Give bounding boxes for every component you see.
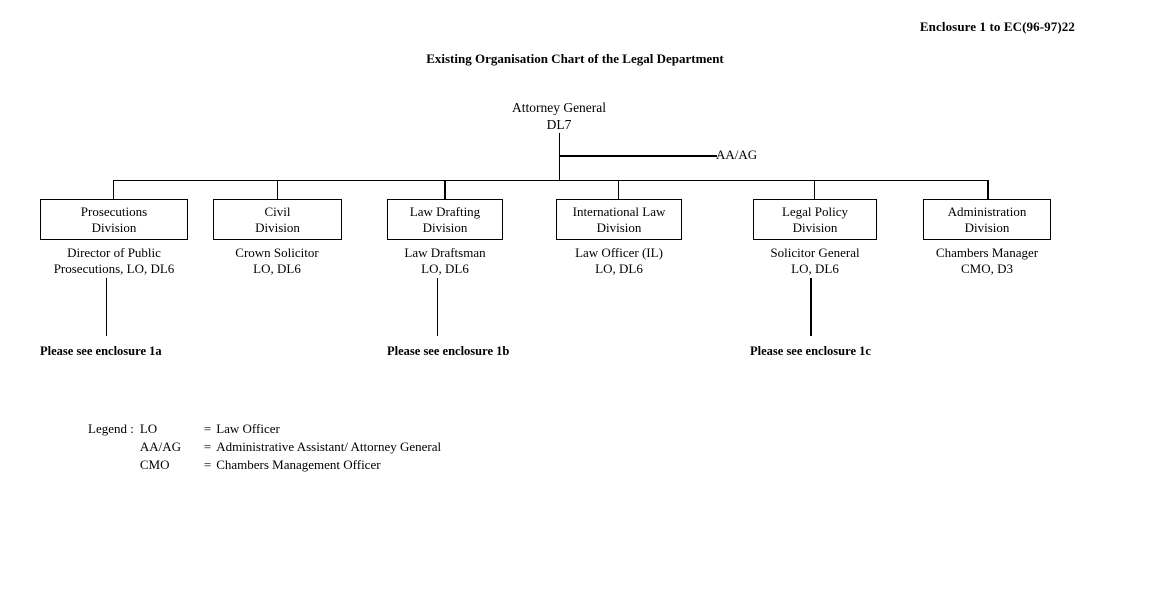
drop-line-administration [987,180,989,199]
division-box-line2: Division [91,219,137,235]
role-line1: Solicitor General [770,245,860,260]
legend: Legend : LO = Law Officer AA/AG = Admini… [88,420,441,474]
division-box-line1: International Law [572,203,666,219]
drop-line-law-drafting [444,180,446,199]
enclosure-line-1c [810,278,812,336]
enclosure-note-1b: Please see enclosure 1b [387,344,510,358]
legend-table: Legend : LO = Law Officer AA/AG = Admini… [88,420,441,474]
division-box-legal-policy[interactable]: Legal Policy Division [753,199,877,240]
division-box-line1: Law Drafting [409,203,481,219]
division-box-line2: Division [422,219,468,235]
role-line1: Crown Solicitor [235,245,319,260]
role-caption-law-drafting: Law Draftsman LO, DL6 [345,245,545,277]
division-box-international-law[interactable]: International Law Division [556,199,682,240]
division-box-line1: Administration [947,203,1027,219]
division-box-law-drafting[interactable]: Law Drafting Division [387,199,503,240]
role-line2: CMO, D3 [960,261,1013,276]
legend-equals: = [203,421,212,436]
role-line2: LO, DL6 [253,261,301,276]
division-box-line1: Prosecutions [80,203,148,219]
role-line1: Law Officer (IL) [575,245,663,260]
division-box-line2: Division [792,219,838,235]
legend-row: CMO = Chambers Management Officer [88,456,441,474]
enclosure-line-1a [106,278,107,336]
division-box-administration[interactable]: Administration Division [923,199,1051,240]
root-stem-line [559,133,560,181]
role-line2: Prosecutions, LO, DL6 [53,261,175,276]
root-node: Attorney General DL7 [0,99,1118,133]
role-caption-legal-policy: Solicitor General LO, DL6 [715,245,915,277]
horizontal-connector-bus [113,180,989,181]
role-line2: LO, DL6 [595,261,643,276]
role-line1: Law Draftsman [404,245,486,260]
legend-abbr: AA/AG [139,439,182,454]
enclosure-note-1c: Please see enclosure 1c [750,344,871,358]
division-box-line2: Division [596,219,642,235]
legend-meaning: Law Officer [216,421,280,436]
role-line1: Chambers Manager [935,245,1039,260]
legend-row: AA/AG = Administrative Assistant/ Attorn… [88,438,441,456]
legend-meaning: Chambers Management Officer [216,457,381,472]
division-box-line2: Division [255,219,300,235]
document-reference: Enclosure 1 to EC(96-97)22 [919,19,1075,34]
enclosure-note-1a: Please see enclosure 1a [40,344,162,358]
role-caption-administration: Chambers Manager CMO, D3 [887,245,1087,277]
role-caption-international-law: Law Officer (IL) LO, DL6 [519,245,719,277]
drop-line-prosecutions [113,180,114,199]
drop-line-civil [277,180,278,199]
drop-line-legal-policy [814,180,815,199]
legend-abbr: LO [139,421,158,436]
page-title: Existing Organisation Chart of the Legal… [426,51,724,66]
legend-meaning: Administrative Assistant/ Attorney Gener… [216,439,442,454]
legend-equals: = [203,457,212,472]
division-box-civil[interactable]: Civil Division [213,199,342,240]
legend-abbr: CMO [139,457,170,472]
legend-title: Legend : [88,421,134,436]
legend-title-spacer [88,438,140,456]
legend-title-spacer [88,456,140,474]
legend-equals: = [203,439,212,454]
role-line2: LO, DL6 [421,261,469,276]
role-caption-civil: Crown Solicitor LO, DL6 [177,245,377,277]
role-line2: LO, DL6 [791,261,839,276]
division-box-line1: Legal Policy [781,203,849,219]
division-box-line1: Civil [264,203,291,219]
role-caption-prosecutions: Director of Public Prosecutions, LO, DL6 [14,245,214,277]
root-node-title: Attorney General [511,100,607,115]
drop-line-international-law [618,180,619,199]
role-line1: Director of Public [67,245,161,260]
aa-ag-label: AA/AG [716,147,758,162]
root-node-grade: DL7 [546,117,572,132]
division-box-line2: Division [964,219,1010,235]
enclosure-line-1b [437,278,438,336]
division-box-prosecutions[interactable]: Prosecutions Division [40,199,188,240]
aa-ag-branch-line [560,155,717,157]
legend-row: Legend : LO = Law Officer [88,420,441,438]
